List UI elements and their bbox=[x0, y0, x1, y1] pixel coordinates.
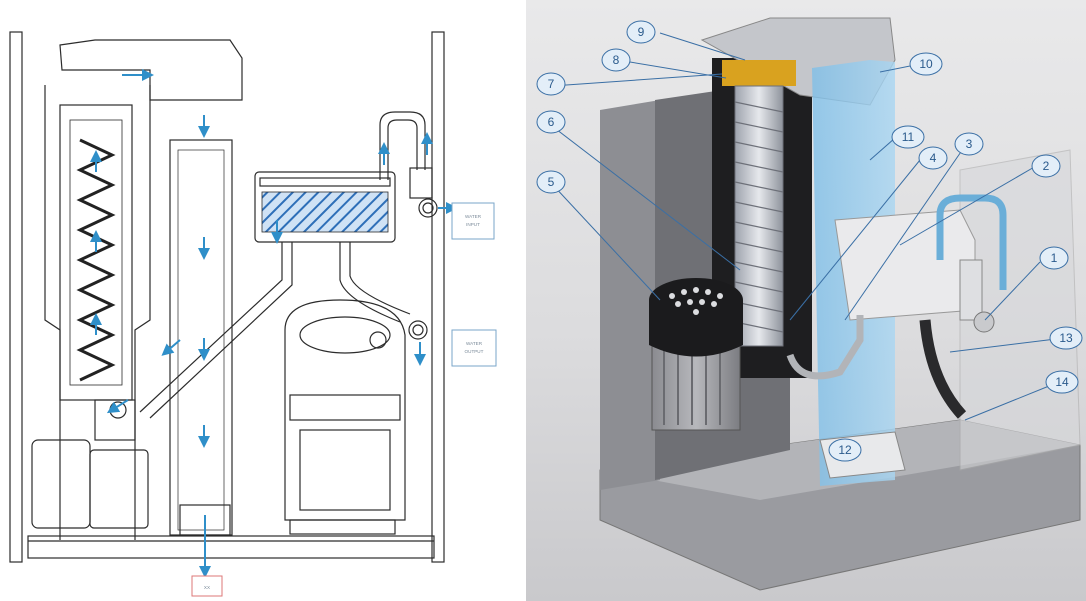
callout-5: 5 bbox=[536, 170, 566, 194]
drain-label: XX bbox=[204, 585, 210, 590]
callout-7: 7 bbox=[536, 72, 566, 96]
svg-text:12: 12 bbox=[838, 443, 852, 457]
cutaway-render-panel: 1 2 3 4 5 6 7 8 9 10 11 12 13 14 bbox=[526, 0, 1086, 601]
condenser-channel bbox=[169, 139, 233, 536]
callout-12: 12 bbox=[828, 438, 862, 462]
svg-text:5: 5 bbox=[548, 175, 555, 189]
callout-14: 14 bbox=[1045, 370, 1079, 394]
callout-11: 11 bbox=[891, 125, 925, 149]
pump-motor bbox=[31, 439, 91, 529]
svg-text:1: 1 bbox=[1051, 251, 1058, 265]
svg-text:9: 9 bbox=[638, 25, 645, 39]
water-inlet-label-box bbox=[451, 202, 495, 240]
water-inlet-label-line2: INPUT bbox=[466, 222, 480, 227]
water-outlet-label-box bbox=[451, 329, 497, 367]
flow-arrow-icon bbox=[90, 69, 458, 578]
water-outlet-label-line2: OUTPUT bbox=[465, 349, 484, 354]
callout-10: 10 bbox=[909, 52, 943, 76]
evaporator-coil bbox=[76, 138, 116, 382]
condenser-hood bbox=[59, 39, 243, 101]
compressor bbox=[284, 299, 406, 521]
svg-text:3: 3 bbox=[966, 137, 973, 151]
side-panel bbox=[959, 149, 1081, 471]
base-plate bbox=[27, 535, 435, 559]
brass-collar bbox=[722, 60, 796, 86]
callout-13: 13 bbox=[1049, 326, 1083, 350]
svg-text:4: 4 bbox=[930, 151, 937, 165]
callout-2: 2 bbox=[1031, 154, 1061, 178]
tank-water bbox=[261, 191, 389, 233]
callout-9: 9 bbox=[626, 20, 656, 44]
drain-label-box bbox=[191, 575, 223, 597]
schematic-drawing: WATER INPUT WATER OUTPUT XX bbox=[9, 31, 497, 597]
callout-8: 8 bbox=[601, 48, 631, 72]
callout-1: 1 bbox=[1039, 246, 1069, 270]
supply-pipe bbox=[339, 242, 401, 323]
cutaway-render: 1 2 3 4 5 6 7 8 9 10 11 12 13 14 bbox=[536, 17, 1083, 591]
svg-text:11: 11 bbox=[902, 130, 915, 144]
callout-4: 4 bbox=[918, 146, 948, 170]
pump-motor bbox=[649, 278, 743, 431]
right-frame-post bbox=[431, 31, 445, 563]
water-inlet-label-line1: WATER bbox=[465, 214, 482, 219]
inlet-pipe bbox=[936, 194, 1007, 290]
inlet-valve bbox=[959, 259, 983, 321]
water-outlet-label-line1: WATER bbox=[466, 341, 483, 346]
svg-text:6: 6 bbox=[548, 115, 555, 129]
left-frame-post bbox=[9, 31, 23, 563]
svg-text:14: 14 bbox=[1055, 375, 1069, 389]
evaporator-housing bbox=[44, 85, 61, 540]
svg-text:13: 13 bbox=[1059, 331, 1073, 345]
svg-text:10: 10 bbox=[919, 57, 933, 71]
return-pipe bbox=[139, 242, 283, 413]
svg-text:7: 7 bbox=[548, 77, 555, 91]
inlet-valve bbox=[409, 167, 433, 199]
inlet-fitting bbox=[418, 198, 438, 218]
inlet-pipe bbox=[379, 111, 426, 180]
refrigerant-pipe bbox=[786, 315, 864, 380]
schematic-panel: WATER INPUT WATER OUTPUT XX bbox=[0, 0, 520, 601]
outlet-hose bbox=[919, 319, 967, 419]
svg-text:2: 2 bbox=[1043, 159, 1050, 173]
water-tank bbox=[254, 171, 396, 243]
outlet-fitting bbox=[408, 320, 428, 340]
svg-text:8: 8 bbox=[613, 53, 620, 67]
callout-3: 3 bbox=[954, 132, 984, 156]
callout-leaders bbox=[551, 32, 1065, 450]
callout-6: 6 bbox=[536, 110, 566, 134]
